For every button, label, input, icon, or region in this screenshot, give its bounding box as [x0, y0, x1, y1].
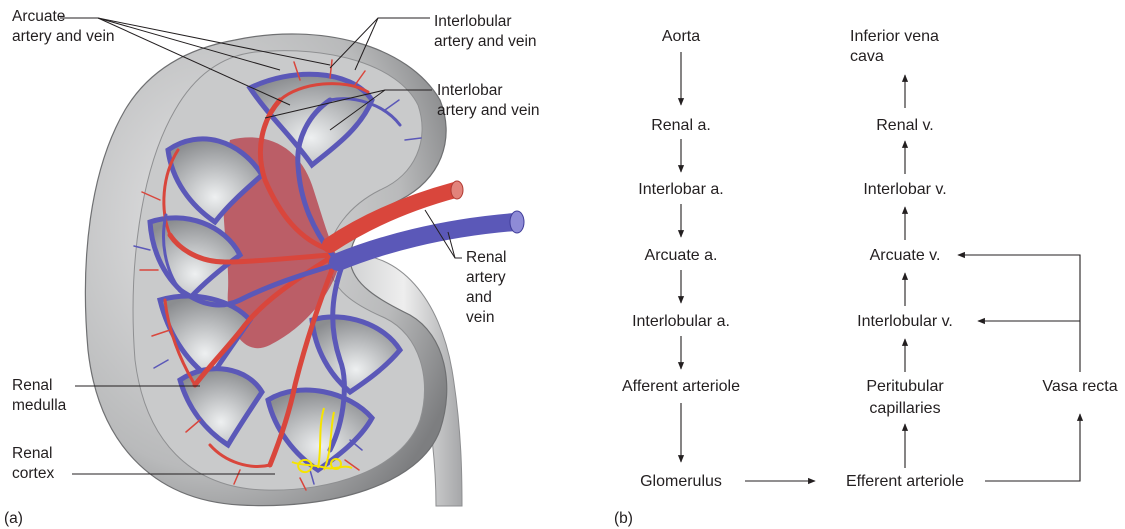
label-interlobular-line1: Interlobular	[434, 13, 512, 30]
panel-a-caption: (a)	[4, 510, 23, 527]
node-arcuate-artery: Arcuate a.	[645, 247, 718, 264]
node-glomerulus: Glomerulus	[640, 473, 722, 490]
node-arcuate-vein: Arcuate v.	[870, 247, 941, 264]
label-interlobar-line2: artery and vein	[437, 102, 540, 119]
node-renal-artery: Renal a.	[651, 117, 711, 134]
arrow-vasa-recta-arcuate	[958, 255, 1080, 372]
node-vasa-recta: Vasa recta	[1042, 378, 1117, 395]
label-cortex-line1: Renal	[12, 445, 53, 462]
panel-b-caption: (b)	[614, 510, 633, 527]
node-efferent-arteriole: Efferent arteriole	[846, 473, 964, 490]
label-interlobular-line2: artery and vein	[434, 33, 537, 50]
arrow-efferent-vasa-recta	[985, 414, 1080, 481]
label-renal-line3: and	[466, 289, 492, 306]
node-peritubular-line2: capillaries	[869, 400, 940, 417]
label-interlobar-line1: Interlobar	[437, 82, 502, 99]
node-ivc-line1: Inferior vena	[850, 28, 939, 45]
label-medulla-line2: medulla	[12, 397, 67, 414]
node-afferent-arteriole: Afferent arteriole	[622, 378, 740, 395]
node-interlobular-artery: Interlobular a.	[632, 313, 730, 330]
label-renal-line2: artery	[466, 269, 506, 286]
node-interlobular-vein: Interlobular v.	[857, 313, 953, 330]
label-renal-line4: vein	[466, 309, 494, 326]
node-interlobar-artery: Interlobar a.	[638, 181, 723, 198]
node-ivc-line2: cava	[850, 48, 884, 65]
label-renal-line1: Renal	[466, 249, 507, 266]
node-peritubular-line1: Peritubular	[866, 378, 944, 395]
label-arcuate-line2: artery and vein	[12, 28, 115, 45]
label-medulla-line1: Renal	[12, 377, 53, 394]
node-aorta: Aorta	[662, 28, 700, 45]
label-arcuate-line1: Arcuate	[12, 8, 65, 25]
label-cortex-line2: cortex	[12, 465, 54, 482]
node-interlobar-vein: Interlobar v.	[863, 181, 946, 198]
node-renal-vein: Renal v.	[876, 117, 934, 134]
flow-chart: Aorta Renal a. Interlobar a. Arcuate a. …	[614, 28, 1118, 527]
